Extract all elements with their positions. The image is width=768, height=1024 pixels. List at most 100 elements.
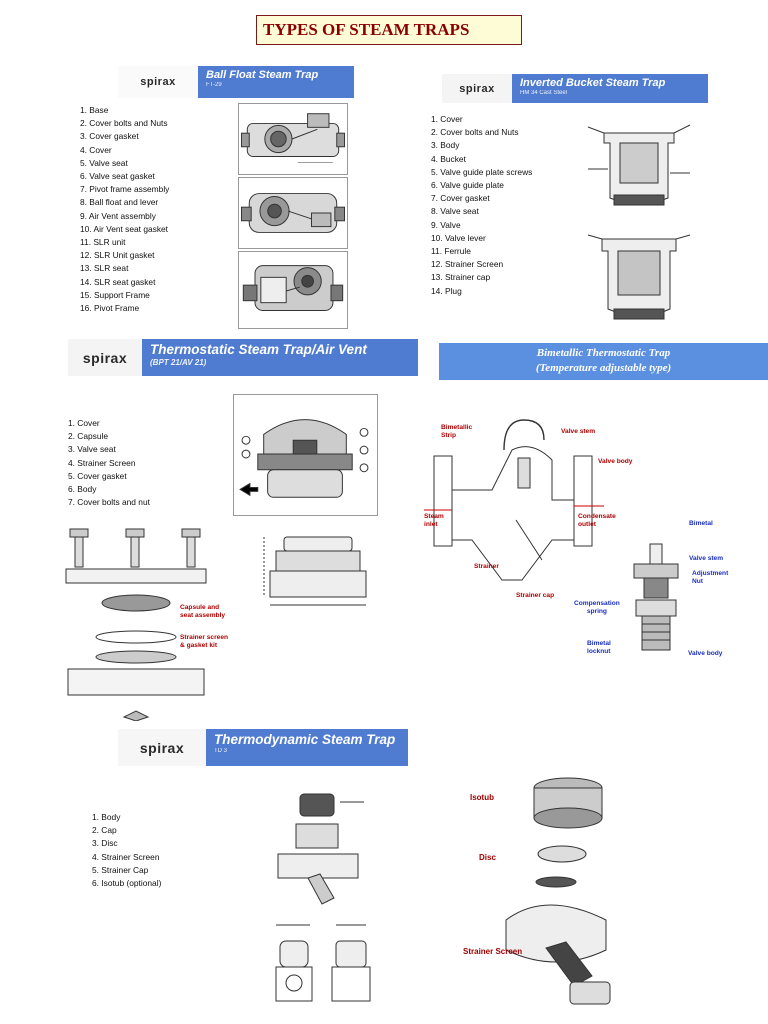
strainer-cap-callout: Strainer cap: [516, 592, 555, 599]
bimetal-callout: Bimetal: [689, 520, 713, 527]
spirax-logo: spirax: [118, 729, 206, 766]
part-item: 4. Cover: [80, 144, 112, 155]
thermodynamic-title: Thermodynamic Steam Trap TD 3: [206, 729, 408, 766]
part-item: 3. Body: [431, 140, 460, 151]
thermodynamic-model: TD 3: [214, 748, 228, 754]
bimetallic-subtitle: (Temperature adjustable type): [535, 362, 672, 374]
bimetal-locknut-callout: Bimetal locknut: [587, 640, 611, 655]
ball-float-title-text: Ball Float Steam Trap: [206, 69, 319, 81]
thermodynamic-exploded-view: [496, 770, 636, 1015]
part-item: 2. Cover bolts and Nuts: [431, 127, 519, 138]
part-item: 11. Ferrule: [431, 246, 471, 257]
part-item: 4. Strainer Screen: [68, 457, 136, 468]
part-item: 4. Bucket: [431, 153, 466, 164]
part-item: 7. Cover bolts and nut: [68, 497, 150, 508]
detail-valve-stem-callout: Valve stem: [689, 555, 724, 562]
part-item: 6. Valve seat gasket: [80, 171, 155, 182]
strainer-callout: Strainer: [474, 563, 499, 570]
thermodynamic-header: spirax Thermodynamic Steam Trap TD 3: [118, 729, 408, 766]
isotub-callout: Isotub: [470, 793, 494, 802]
ball-float-drawing-2: [238, 177, 348, 249]
part-item: 2. Cover bolts and Nuts: [80, 118, 168, 129]
part-item: 2. Capsule: [68, 431, 109, 442]
part-item: 13. Strainer cap: [431, 272, 491, 283]
thermostatic-section-drawing: [233, 394, 378, 516]
valve-body-callout: Valve body: [598, 458, 633, 465]
part-item: 10. Valve lever: [431, 232, 486, 243]
part-item: 1. Body: [92, 812, 121, 822]
detail-valve-body-callout: Valve body: [688, 650, 723, 657]
condensate-outlet-callout: Condensate outlet: [578, 513, 616, 528]
bimetallic-banner: Bimetallic Thermostatic Trap (Temperatur…: [439, 343, 768, 380]
spirax-logo: spirax: [118, 66, 198, 98]
strainer-screen-callout: Strainer Screen: [463, 947, 523, 956]
part-item: 1. Cover: [431, 114, 463, 124]
part-item: 12. SLR Unit gasket: [80, 250, 155, 261]
part-item: 6. Body: [68, 484, 97, 495]
part-item: 2. Cap: [92, 825, 117, 836]
part-item: 12. Strainer Screen: [431, 259, 504, 270]
thermodynamic-title-text: Thermodynamic Steam Trap: [214, 732, 396, 747]
inverted-bucket-drawing-1: [584, 113, 695, 220]
part-item: 14. SLR seat gasket: [80, 276, 156, 287]
part-item: 5. Valve guide plate screws: [431, 166, 533, 177]
bimetallic-detail-drawing: [626, 540, 686, 665]
thermodynamic-dimension-drawing: [266, 919, 378, 1015]
page-title: TYPES OF STEAM TRAPS: [256, 15, 522, 45]
spirax-logo: spirax: [68, 339, 142, 376]
part-item: 1. Cover: [68, 418, 100, 428]
part-item: 13. SLR seat: [80, 263, 129, 274]
part-item: 16. Pivot Frame: [80, 303, 140, 314]
thermostatic-parts-list: 1. Cover 2. Capsule 3. Valve seat 4. Strain…: [68, 417, 150, 509]
inverted-bucket-parts-list: 1. Cover 2. Cover bolts and Nuts 3. Body 4.…: [431, 113, 532, 298]
ball-float-header: spirax Ball Float Steam Trap FT-29: [118, 66, 354, 98]
part-item: 1. Base: [80, 105, 109, 115]
inverted-bucket-model: HM 34 Cast Steel: [520, 90, 568, 96]
part-item: 5. Strainer Cap: [92, 864, 149, 875]
capsule-seat-callout: Capsule and seat assembly: [180, 604, 226, 619]
adjustment-nut-callout: Adjustment Nut: [692, 570, 729, 585]
thermostatic-title: Thermostatic Steam Trap/Air Vent (BPT 21…: [142, 339, 418, 376]
bimetallic-title: Bimetallic Thermostatic Trap: [536, 347, 671, 359]
valve-stem-callout: Valve stem: [561, 428, 596, 435]
thermostatic-dimension-drawing: [256, 527, 380, 611]
ball-float-title: Ball Float Steam Trap FT-29: [198, 66, 354, 98]
inverted-bucket-title-text: Inverted Bucket Steam Trap: [520, 77, 666, 89]
strainer-gasket-callout: Strainer screen & gasket kit: [180, 634, 229, 649]
inverted-bucket-title: Inverted Bucket Steam Trap HM 34 Cast St…: [512, 74, 708, 103]
part-item: 6. Isotub (optional): [92, 878, 162, 889]
ball-float-model: FT-29: [206, 82, 222, 88]
part-item: 15. Support Frame: [80, 289, 150, 300]
spirax-logo: spirax: [442, 74, 512, 103]
part-item: 5. Cover gasket: [68, 470, 127, 481]
ball-float-drawing-1: [238, 103, 348, 175]
part-item: 9. Air Vent assembly: [80, 210, 156, 221]
thermostatic-header: spirax Thermostatic Steam Trap/Air Vent …: [68, 339, 418, 376]
part-item: 8. Ball float and lever: [80, 197, 159, 208]
thermostatic-exploded-view: [60, 521, 215, 721]
ball-float-drawing-3: [238, 251, 348, 329]
inverted-bucket-drawing-2: [584, 225, 695, 332]
bimetallic-strip-callout: Bimetallic Strip: [441, 424, 473, 439]
part-item: 5. Valve seat: [80, 157, 128, 168]
part-item: 7. Cover gasket: [431, 193, 490, 204]
part-item: 11. SLR unit: [80, 237, 126, 248]
part-item: 8. Valve seat: [431, 206, 479, 217]
disc-callout: Disc: [479, 853, 496, 862]
part-item: 3. Cover gasket: [80, 131, 139, 142]
part-item: 6. Valve guide plate: [431, 180, 504, 191]
compensation-spring-callout: Compensation spring: [574, 600, 620, 615]
part-item: 10. Air Vent seat gasket: [80, 223, 168, 234]
bimetallic-cross-section: [424, 410, 604, 590]
part-item: 14. Plug: [431, 285, 462, 296]
steam-inlet-callout: Steam inlet: [424, 513, 444, 528]
part-item: 3. Valve seat: [68, 444, 116, 455]
part-item: 9. Valve: [431, 219, 461, 230]
thermostatic-model: (BPT 21/AV 21): [150, 358, 207, 367]
part-item: 3. Disc: [92, 838, 118, 849]
part-item: 7. Pivot frame assembly: [80, 184, 170, 195]
ball-float-parts-list: 1. Base 2. Cover bolts and Nuts 3. Cover g…: [80, 104, 169, 315]
thermostatic-title-text: Thermostatic Steam Trap/Air Vent: [150, 342, 367, 357]
thermodynamic-section-drawing: [264, 784, 378, 916]
